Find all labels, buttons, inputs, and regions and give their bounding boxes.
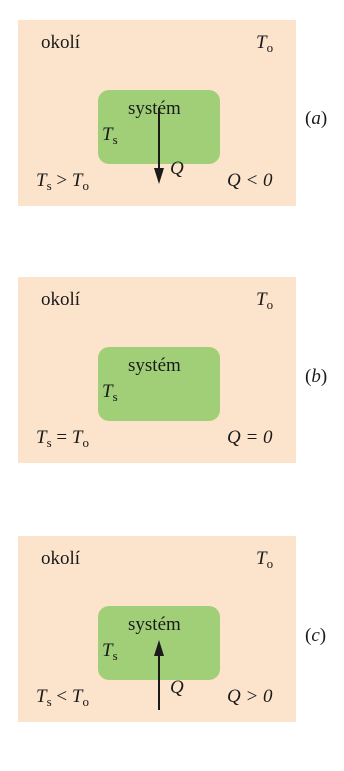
system-label: systém xyxy=(128,355,181,376)
surroundings-panel-b: okolí To systém Ts Ts = To Q = 0 xyxy=(18,277,296,463)
system-label: systém xyxy=(128,98,181,119)
system-temperature: Ts xyxy=(102,381,118,404)
system-temperature: Ts xyxy=(102,640,118,663)
system-temperature: Ts xyxy=(102,124,118,147)
heat-relation: Q < 0 xyxy=(227,170,273,191)
system-label: systém xyxy=(128,614,181,635)
surroundings-label: okolí xyxy=(41,548,81,569)
caption-b: (b) xyxy=(305,366,328,387)
system-box: systém Ts xyxy=(98,347,220,421)
surroundings-label: okolí xyxy=(41,289,81,310)
caption-c: (c) xyxy=(305,625,327,646)
temperature-relation: Ts = To xyxy=(36,427,89,450)
temperature-relation: Ts > To xyxy=(36,170,89,193)
caption-a: (a) xyxy=(305,108,328,129)
temperature-relation: Ts < To xyxy=(36,686,89,709)
env-temperature: To xyxy=(256,289,274,312)
heat-out-arrow xyxy=(154,108,164,184)
heat-label: Q xyxy=(170,677,184,698)
heat-relation: Q > 0 xyxy=(227,686,273,707)
heat-in-arrow xyxy=(154,640,164,710)
env-temperature: To xyxy=(256,32,274,55)
surroundings-panel-a: okolí To systém Ts Q Ts > To Q < 0 xyxy=(18,20,296,206)
heat-label: Q xyxy=(170,158,184,179)
surroundings-label: okolí xyxy=(41,32,81,53)
surroundings-panel-c: okolí To systém Ts Q Ts < To Q > 0 xyxy=(18,536,296,722)
env-temperature: To xyxy=(256,548,274,571)
heat-relation: Q = 0 xyxy=(227,427,273,448)
